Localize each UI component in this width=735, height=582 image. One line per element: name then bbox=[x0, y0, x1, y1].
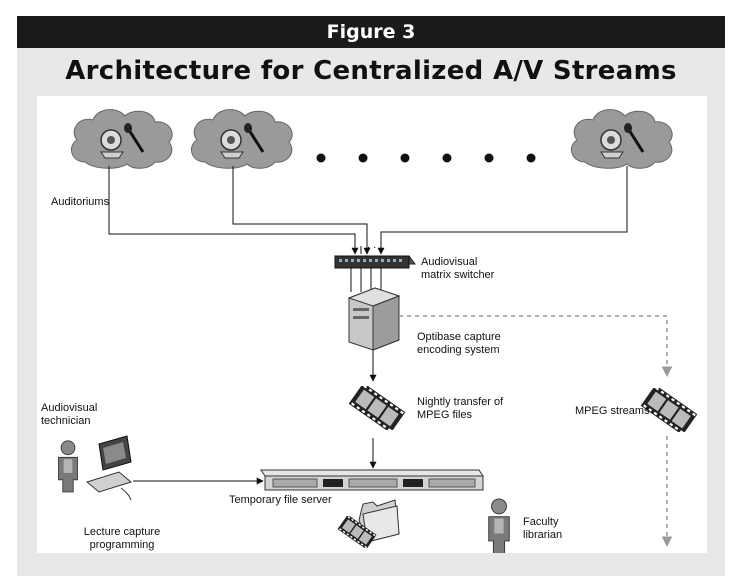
auditorium-icon-1 bbox=[69, 108, 174, 170]
encoder-server-icon bbox=[347, 287, 401, 351]
figure-title: Architecture for Centralized A/V Streams bbox=[65, 56, 677, 86]
film-strip-icon-transfer bbox=[348, 386, 406, 430]
faculty-librarian-label: Faculty librarian bbox=[523, 516, 563, 541]
lecture-capture-label: Lecture capture programming bbox=[83, 526, 161, 551]
matrix-switcher-icon bbox=[334, 255, 416, 269]
faculty-person-icon bbox=[488, 498, 510, 553]
auditoriums-label: Auditoriums bbox=[51, 196, 110, 208]
diagram-canvas: . . . bbox=[37, 96, 707, 553]
mpeg-streams-label: MPEG streams bbox=[575, 405, 650, 417]
figure-frame: Figure 3 Architecture for Centralized A/… bbox=[17, 16, 725, 576]
technician-computer-icon bbox=[85, 435, 133, 501]
file-server-icon bbox=[260, 469, 484, 491]
technician-label: Audiovisual technician bbox=[41, 402, 98, 427]
figure-number: Figure 3 bbox=[17, 16, 725, 48]
switcher-encoder-connections bbox=[350, 268, 382, 292]
file-server-label: Temporary file server bbox=[229, 494, 332, 506]
auditorium-icon-2 bbox=[189, 108, 294, 170]
ellipsis-dots bbox=[316, 153, 536, 163]
auditorium-connections bbox=[108, 166, 628, 255]
auditorium-icon-3 bbox=[569, 108, 674, 170]
switcher-input-dots: . . . bbox=[367, 239, 382, 251]
switcher-label: Audiovisual matrix switcher bbox=[421, 256, 495, 281]
diagram-graphics: . . . bbox=[58, 108, 698, 553]
capture-system-label: Optibase capture encoding system bbox=[417, 331, 501, 356]
mpeg-streams-path bbox=[399, 315, 673, 548]
nightly-transfer-label: Nightly transfer of MPEG files bbox=[417, 396, 504, 421]
technician-person-icon bbox=[58, 440, 78, 493]
